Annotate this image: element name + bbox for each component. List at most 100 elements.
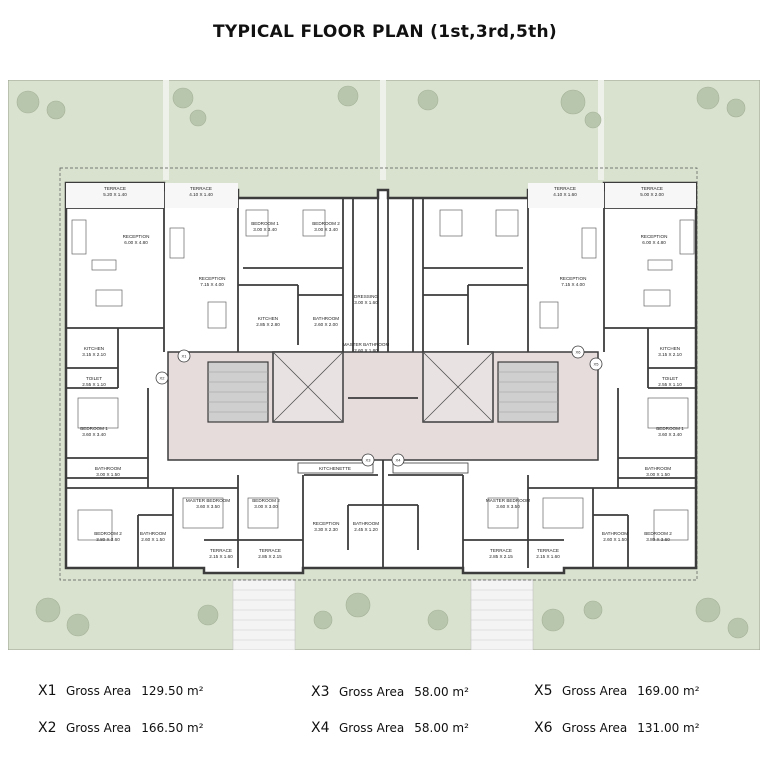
room-name: BEDROOM 2	[252, 498, 280, 503]
room-size: 7.15 X 4.00	[200, 282, 224, 287]
tree	[313, 610, 333, 630]
unit-tag-x4	[391, 453, 405, 467]
unit-area-label: Gross Area	[339, 721, 405, 735]
room-name: DRESSING	[354, 294, 378, 299]
room-name: BATHROOM	[353, 521, 379, 526]
legend-x2: X2 Gross Area 166.50 m²	[38, 720, 204, 736]
tree	[583, 600, 603, 620]
walkway	[598, 80, 604, 180]
sofa	[169, 227, 185, 259]
bed	[247, 497, 279, 529]
page-title: TYPICAL FLOOR PLAN (1st,3rd,5th)	[213, 22, 557, 42]
room-name: MASTER BEDROOM	[186, 498, 230, 503]
unit-tag-x2	[155, 371, 169, 385]
room-size: 3.60 X 3.40	[658, 432, 682, 437]
unit-tag-x3	[361, 453, 375, 467]
tree	[541, 608, 565, 632]
dining-table	[95, 289, 123, 307]
room-name: RECEPTION	[199, 276, 226, 281]
room-size: 3.60 X 3.40	[82, 432, 106, 437]
bed	[439, 209, 463, 237]
room-name: TERRACE	[104, 186, 126, 191]
room-size: 5.00 X 2.00	[640, 192, 664, 197]
tree	[427, 609, 449, 631]
room-name: RECEPTION	[123, 234, 150, 239]
unit-tag-label: X3	[366, 458, 372, 463]
sofa	[679, 219, 695, 255]
room-size: 6.00 X 4.80	[124, 240, 148, 245]
room-size: 2.60 X 1.50	[603, 537, 627, 542]
tree	[417, 89, 439, 111]
room-name: TERRACE	[490, 548, 512, 553]
unit-area-value: 169.00 m²	[637, 684, 700, 698]
bed	[245, 209, 269, 237]
tree	[16, 90, 40, 114]
tree	[197, 604, 219, 626]
unit-tag-label: X6	[576, 350, 582, 355]
room-name: TERRACE	[190, 186, 212, 191]
room-size: 3.00 X 1.50	[96, 472, 120, 477]
room-name: MASTER BEDROOM	[486, 498, 530, 503]
room-name: MASTER BATHROOM	[343, 342, 390, 347]
room-size: 4.10 X 1.40	[189, 192, 213, 197]
room-name: TERRACE	[537, 548, 559, 553]
tree	[726, 98, 746, 118]
tree	[66, 613, 90, 637]
bed	[542, 497, 584, 529]
unit-code: X5	[534, 683, 553, 699]
tree	[35, 597, 61, 623]
unit-area-value: 166.50 m²	[141, 721, 204, 735]
bed	[77, 397, 119, 429]
tree	[696, 86, 720, 110]
unit-area-label: Gross Area	[66, 721, 132, 735]
unit-tag-label: X2	[160, 376, 166, 381]
bed	[495, 209, 519, 237]
tree	[337, 85, 359, 107]
room-name: TOILET	[662, 376, 678, 381]
bed	[182, 497, 224, 529]
unit-code: X6	[534, 720, 553, 736]
room-size: 2.85 X 2.80	[256, 322, 280, 327]
tree	[189, 109, 207, 127]
room-size: 6.00 X 4.80	[642, 240, 666, 245]
unit-area-label: Gross Area	[562, 721, 628, 735]
room-size: 5.20 X 1.40	[103, 192, 127, 197]
room-size: 3.00 X 3.00	[254, 504, 278, 509]
room-name: KITCHEN	[660, 346, 680, 351]
room-size: 2.15 X 1.60	[209, 554, 233, 559]
bed	[653, 509, 689, 541]
unit-code: X2	[38, 720, 57, 736]
dining-table	[539, 301, 559, 329]
room-size: 2.85 X 2.15	[489, 554, 513, 559]
entrance-path	[232, 579, 296, 650]
room-name: BATHROOM	[313, 316, 339, 321]
room-name: TERRACE	[554, 186, 576, 191]
room-size: 2.15 X 1.60	[536, 554, 560, 559]
unit-area-value: 131.00 m²	[637, 721, 700, 735]
room-size: 3.80 X 3.60	[96, 537, 120, 542]
dining-table	[207, 301, 227, 329]
terrace	[165, 183, 238, 208]
kitchenette	[392, 462, 469, 474]
room-size: 2.55 X 1.10	[82, 382, 106, 387]
room-name: RECEPTION	[313, 521, 340, 526]
room-size: 4.10 X 1.60	[553, 192, 577, 197]
room-name: KITCHEN	[84, 346, 104, 351]
room-name: BEDROOM 2	[312, 221, 340, 226]
room-name: BATHROOM	[95, 466, 121, 471]
tree	[727, 617, 749, 639]
sofa	[71, 219, 87, 255]
kitchenette	[297, 462, 374, 474]
room-name: BATHROOM	[140, 531, 166, 536]
unit-tag-x6	[571, 345, 585, 359]
tree	[172, 87, 194, 109]
walkway	[380, 80, 386, 180]
unit-area-value: 129.50 m²	[141, 684, 204, 698]
unit-tag-x5	[589, 357, 603, 371]
room-size: 2.55 X 1.10	[658, 382, 682, 387]
unit-area-value: 58.00 m²	[414, 685, 469, 699]
room-name: TERRACE	[641, 186, 663, 191]
